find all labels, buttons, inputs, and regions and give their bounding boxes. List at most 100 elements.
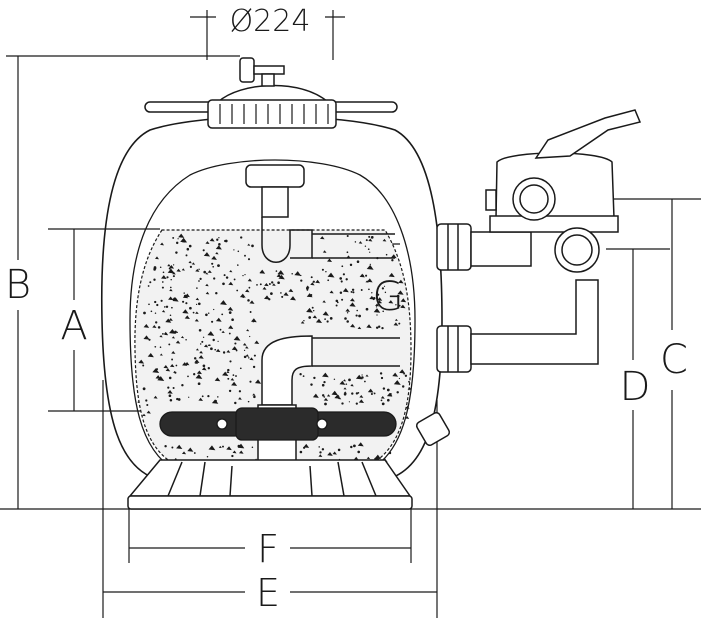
label-d: D (620, 364, 651, 410)
sand-grain (171, 350, 176, 354)
label-f: F (257, 527, 279, 571)
sand-grain (357, 450, 361, 454)
sand-grain (381, 287, 385, 290)
sand-grain (172, 386, 175, 390)
sand-grain (163, 306, 166, 308)
sand-grain (318, 446, 320, 448)
sand-grain (398, 322, 401, 325)
sand-grain (339, 291, 343, 294)
sand-grain (195, 297, 200, 301)
sand-grain (299, 373, 302, 376)
sand-grain (393, 380, 401, 385)
diffuser-elbow (261, 217, 313, 263)
sand-grain (221, 313, 224, 316)
sand-grain (324, 318, 326, 320)
sand-grain (244, 254, 246, 257)
sand-grain (390, 254, 397, 259)
sand-grain (310, 282, 315, 286)
sand-grain (254, 379, 262, 384)
sand-grain (195, 303, 198, 306)
sand-grain (218, 445, 222, 449)
sand-grain (259, 269, 266, 274)
sand-grain (346, 320, 349, 323)
sand-grain (239, 367, 242, 370)
sand-grain (321, 383, 325, 387)
sand-grain (150, 310, 153, 313)
sand-grain (211, 255, 217, 260)
sand-grain (356, 260, 360, 263)
sand-grain (312, 280, 315, 283)
sand-grain (244, 274, 246, 276)
sand-grain (205, 283, 209, 287)
sand-grain (203, 344, 209, 348)
sand-grain (202, 249, 205, 252)
sand-grain (341, 298, 344, 301)
sand-grain (366, 264, 374, 270)
sand-grain (247, 400, 250, 403)
sand-grain (184, 293, 190, 298)
sand-grain (214, 348, 217, 351)
sand-grain (208, 445, 216, 451)
sand-grain (205, 241, 210, 245)
sand-grain (161, 281, 164, 283)
sand-grain (142, 413, 146, 417)
sand-grain (172, 236, 175, 239)
sand-grain (343, 387, 347, 390)
sand-grain (183, 292, 185, 294)
sand-grain (405, 416, 410, 419)
sand-grain (393, 322, 399, 326)
sand-grain (232, 450, 237, 454)
sand-grain (192, 311, 195, 314)
pressure-gauge-icon (239, 57, 255, 83)
sand-grain (327, 279, 330, 282)
upper-pipe (470, 231, 532, 267)
sand-grain (171, 446, 174, 449)
sand-grain (359, 273, 365, 278)
sand-grain (172, 264, 175, 266)
sand-grain (161, 275, 167, 280)
sand-grain (154, 300, 157, 304)
sand-grain (354, 241, 357, 243)
sand-grain (370, 392, 373, 396)
sand-grain (344, 317, 347, 320)
sand-grain (249, 311, 252, 313)
sand-grain (168, 394, 172, 398)
sand-grain (215, 245, 222, 250)
sand-grain (380, 376, 384, 380)
sand-grain (392, 372, 399, 377)
sand-grain (290, 296, 297, 301)
sand-grain (246, 329, 250, 332)
sand-grain (170, 278, 172, 281)
sand-grain (365, 280, 369, 283)
sand-grain (377, 293, 380, 296)
sand-grain (341, 265, 344, 268)
gauge-valve (253, 65, 285, 75)
sand-grain (180, 237, 188, 243)
sand-grain (327, 258, 333, 263)
sand-grain (167, 390, 173, 394)
sand-grain (228, 389, 232, 393)
sand-grain (313, 376, 316, 380)
sand-grain (226, 370, 230, 374)
sand-grain (171, 336, 176, 339)
sand-grain (199, 277, 202, 281)
sand-grain (382, 238, 387, 242)
sand-grain (229, 360, 232, 363)
lower-union (436, 325, 472, 373)
sand-grain (346, 251, 349, 254)
sand-grain (388, 300, 394, 304)
sand-grain (228, 311, 232, 314)
sand-grain (227, 377, 230, 380)
sand-grain (175, 251, 178, 254)
sand-grain (185, 302, 188, 305)
sand-grain (167, 386, 170, 389)
label-b: B (5, 262, 31, 308)
sand-grain (175, 340, 181, 344)
sand-grain (193, 452, 196, 454)
sand-grain (398, 304, 401, 307)
sand-grain (364, 380, 366, 383)
sand-grain (355, 402, 358, 405)
sand-grain (356, 309, 359, 312)
sand-grain (333, 378, 336, 381)
